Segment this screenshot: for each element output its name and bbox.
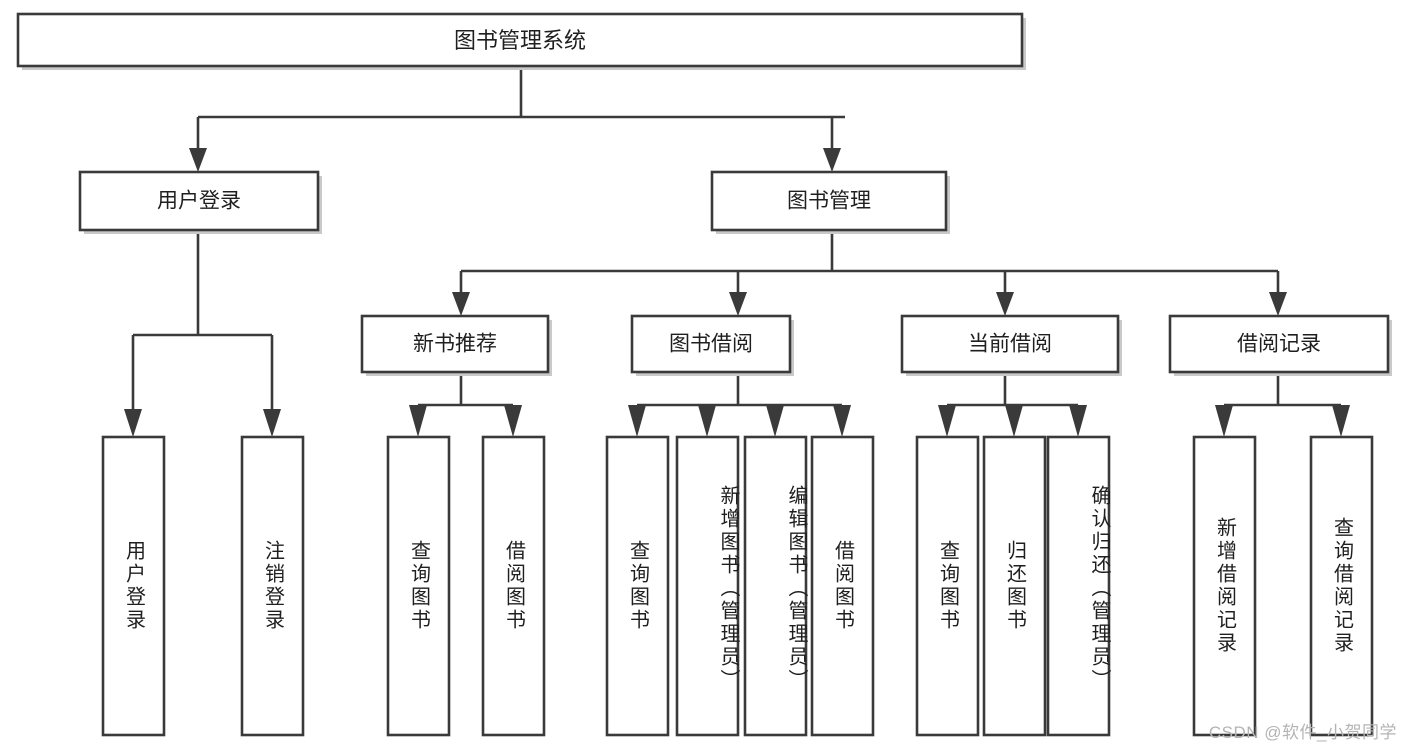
node-book-borrow[interactable]: 图书借阅 xyxy=(630,314,794,376)
arrow-new-book-rec xyxy=(452,292,470,316)
arrow-current-borrow xyxy=(996,292,1014,316)
node-borrow-record-label: 借阅记录 xyxy=(1237,333,1321,356)
node-leaf-query-book-rec[interactable] xyxy=(386,435,451,737)
arrow-leaf-query-book-current xyxy=(938,405,956,437)
node-leaf-return-book[interactable] xyxy=(982,435,1047,737)
arrow-leaf-return-book xyxy=(1005,405,1023,437)
node-leaf-add-book[interactable] xyxy=(675,435,740,737)
node-borrow-record[interactable]: 借阅记录 xyxy=(1168,314,1392,376)
node-leaf-add-record[interactable] xyxy=(1192,435,1257,737)
node-leaf-edit-book[interactable] xyxy=(743,435,808,737)
node-book-manage[interactable]: 图书管理 xyxy=(710,170,950,234)
watermark-text: CSDN @软件_小贺同学 xyxy=(1208,723,1397,742)
arrow-leaf-user-logout xyxy=(263,409,281,437)
arrow-leaf-edit-book xyxy=(766,405,784,437)
node-leaf-user-login[interactable] xyxy=(101,435,166,737)
node-book-borrow-label: 图书借阅 xyxy=(669,333,753,356)
arrow-leaf-borrow-book xyxy=(833,405,851,437)
node-new-book-rec[interactable]: 新书推荐 xyxy=(360,314,552,376)
node-leaf-query-book-current[interactable] xyxy=(915,435,980,737)
arrow-leaf-borrow-book-rec xyxy=(504,405,522,437)
arrow-leaf-query-book-rec xyxy=(409,405,427,437)
nodes-layer: 图书管理系统 用户登录 图书管理 新书推荐 图书 xyxy=(16,12,1392,737)
arrow-book-borrow xyxy=(729,292,747,316)
arrow-leaf-add-record xyxy=(1215,405,1233,437)
arrow-leaf-confirm-return xyxy=(1069,405,1087,437)
arrow-leaf-query-record xyxy=(1332,405,1350,437)
arrow-borrow-record xyxy=(1269,292,1287,316)
node-current-borrow-label: 当前借阅 xyxy=(968,333,1052,356)
node-leaf-user-logout[interactable] xyxy=(240,435,305,737)
node-root[interactable]: 图书管理系统 xyxy=(16,12,1026,70)
node-current-borrow[interactable]: 当前借阅 xyxy=(900,314,1122,376)
node-new-book-rec-label: 新书推荐 xyxy=(413,333,497,356)
node-leaf-borrow-book[interactable] xyxy=(810,435,875,737)
arrow-leaf-user-login xyxy=(124,409,142,437)
edges-layer xyxy=(124,66,1350,437)
node-leaf-query-book-borrow[interactable] xyxy=(605,435,670,737)
node-user-login[interactable]: 用户登录 xyxy=(78,170,322,234)
node-root-label: 图书管理系统 xyxy=(454,28,586,53)
node-user-login-label: 用户登录 xyxy=(157,190,241,213)
arrow-leaf-query-book-borrow xyxy=(628,405,646,437)
node-leaf-confirm-return[interactable] xyxy=(1046,435,1111,737)
node-book-manage-label: 图书管理 xyxy=(787,190,871,213)
node-leaf-borrow-book-rec[interactable] xyxy=(481,435,546,737)
node-leaf-query-record[interactable] xyxy=(1309,435,1374,737)
arrow-user-login xyxy=(189,148,207,172)
arrow-book-manage xyxy=(823,148,841,172)
arrow-leaf-add-book xyxy=(698,405,716,437)
